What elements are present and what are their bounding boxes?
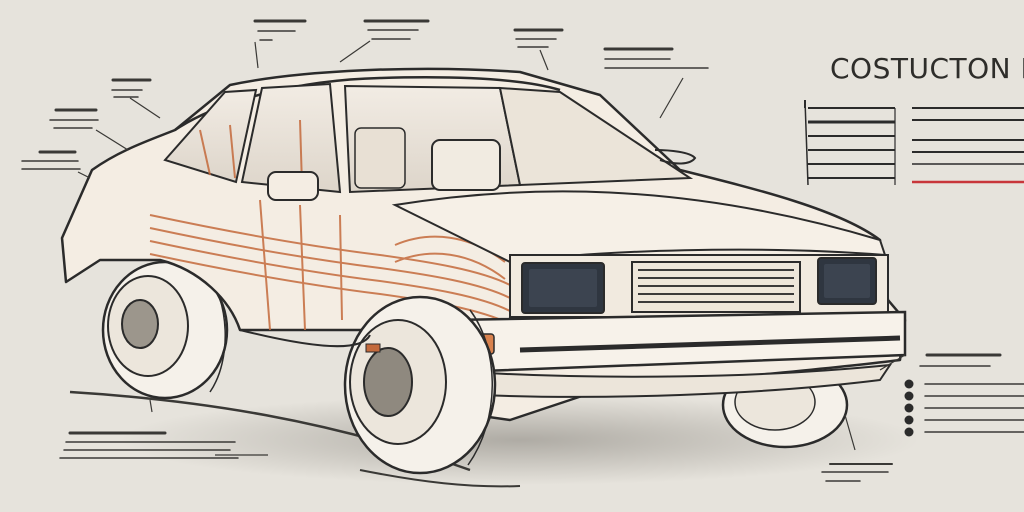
annotation-marks [21,19,1024,482]
diagram-heading: COSTUCTON IUS [830,52,1024,85]
sill-line [239,329,371,348]
leader-lines [77,40,906,456]
headlight-right-icon [817,257,877,305]
rear-wheel-icon [101,260,229,400]
front-wheel-icon [343,295,497,475]
frame-wiring [149,119,511,331]
hood [391,190,887,264]
ground-shadow [120,395,920,485]
grille-icon [631,261,801,313]
wiper-arm [654,149,697,165]
lower-valance [468,363,893,398]
rear-seat [354,127,406,189]
headlight-left-icon [521,262,605,314]
front-seat [431,139,501,191]
info-panel-bars [804,99,1024,186]
ground-line-front [359,469,521,488]
windshield [498,86,694,187]
bumper-trim [519,335,901,353]
bullet-dot-icon [904,379,914,437]
side-mirror [267,171,319,201]
